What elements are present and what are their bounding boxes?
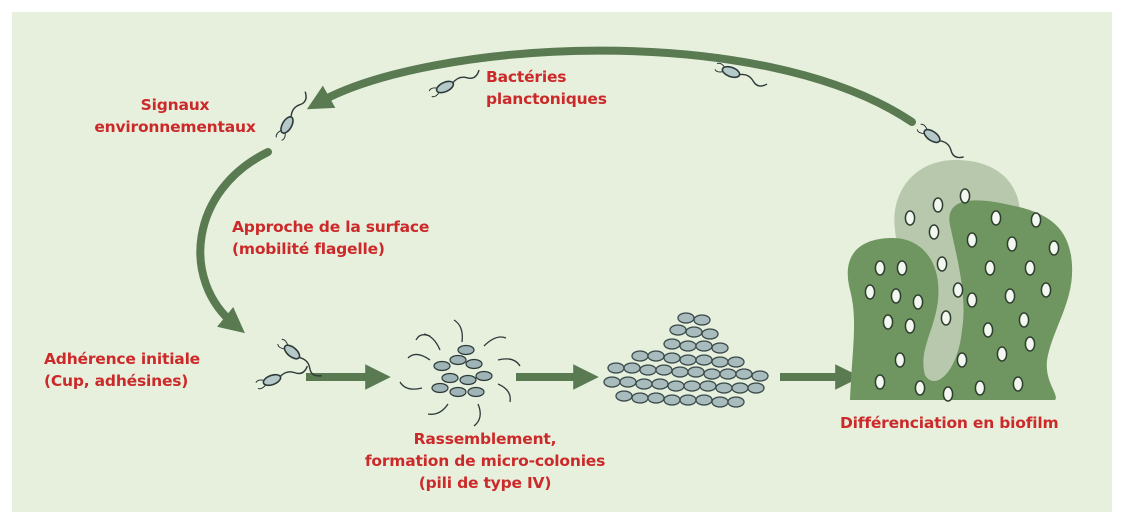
colony-icon [603, 312, 769, 408]
biofilm-icon [847, 159, 1073, 402]
return-arrow [306, 46, 916, 126]
surface-approach-label: Approche de la surface(mobilité flagelle… [232, 218, 430, 258]
micro-colony-icon [399, 319, 521, 427]
initial-adhesion-label: Adhérence initiale(Cup, adhésines) [44, 350, 200, 390]
bacterium-icon [274, 88, 311, 142]
bacterium-icon [915, 122, 967, 163]
micro-colonies-label: Rassemblement,formation de micro-colonie… [364, 430, 606, 492]
approach-arrow [196, 148, 272, 334]
bacterium-icon [254, 361, 311, 391]
bacterium-icon [427, 65, 483, 99]
biofilm-differentiation-label: Différenciation en biofilm [840, 414, 1059, 432]
